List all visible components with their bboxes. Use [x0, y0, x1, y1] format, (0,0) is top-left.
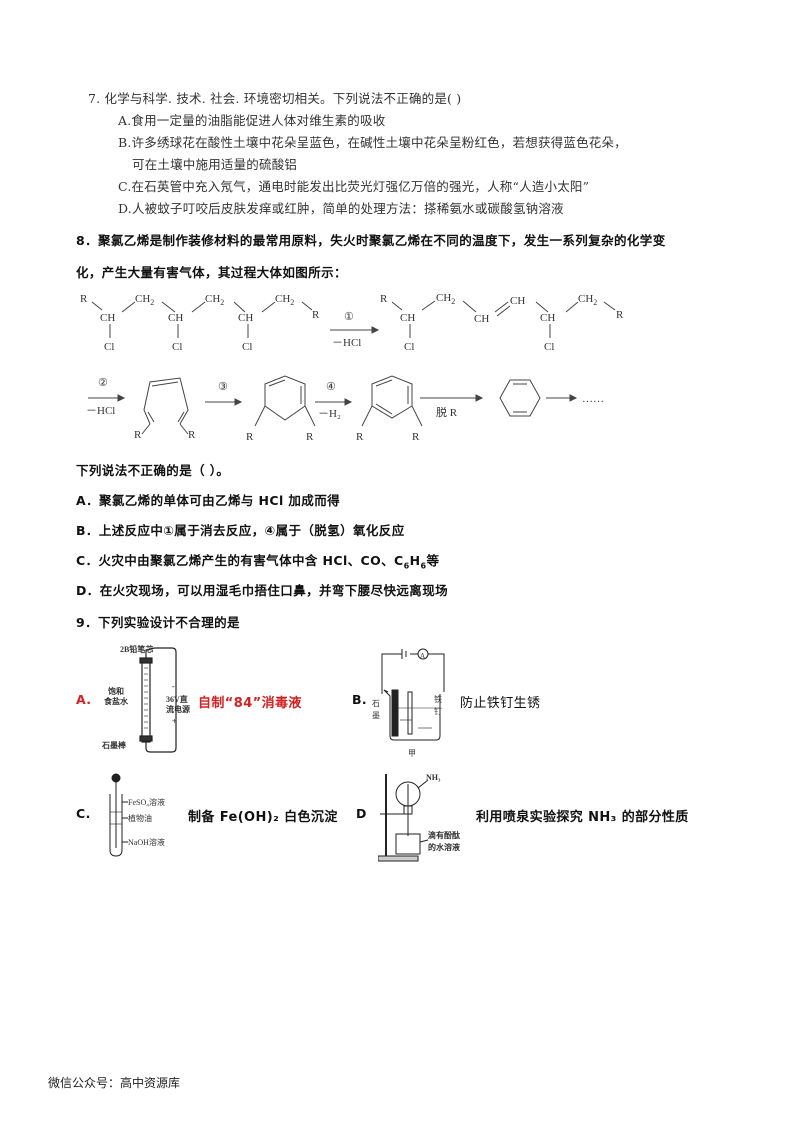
q8-stem-line2: 化，产生大量有害气体，其过程大体如图所示：	[76, 265, 347, 280]
svg-text:R: R	[380, 293, 388, 305]
q9-option-c-text: 制备 Fe(OH)₂ 白色沉淀	[188, 810, 338, 825]
q8-option-b: B．上述反应中①属于消去反应，④属于（脱氢）氧化反应	[76, 523, 405, 538]
svg-text:CH: CH	[238, 312, 253, 324]
svg-text:CH: CH	[100, 312, 115, 324]
svg-text:CH: CH	[540, 312, 555, 324]
svg-text:石: 石	[372, 699, 380, 708]
electrolysis-apparatus-figure: 2B铅笔芯 饱和 食盐水 石墨棒 - 36V直 流电源 +	[101, 644, 190, 753]
q9-option-c-label: C.	[76, 806, 91, 821]
svg-text:NaOH溶液: NaOH溶液	[128, 837, 165, 847]
svg-text:CH: CH	[510, 295, 525, 307]
step2-condition: －HCl	[86, 405, 115, 417]
electrochemical-cell-figure: A 石 墨 铁 钉 甲	[372, 648, 445, 758]
svg-text:CH2: CH2	[135, 293, 154, 307]
svg-text:2B铅笔芯: 2B铅笔芯	[120, 644, 153, 654]
q9-option-a-label: A.	[76, 692, 92, 707]
svg-text:滴有酚酞: 滴有酚酞	[428, 830, 460, 840]
q9-option-b-label: B.	[352, 692, 368, 707]
q9-stem: 9．下列实验设计不合理的是	[76, 615, 240, 630]
svg-text:的水溶液: 的水溶液	[428, 842, 460, 852]
step2-label: ②	[98, 377, 108, 389]
svg-text:CH2: CH2	[275, 293, 294, 307]
q7-option-b: B.许多绣球花在酸性土壤中花朵呈蓝色，在碱性土壤中花朵呈粉红色，若想获得蓝色花朵…	[118, 135, 627, 150]
q9-option-d-text: 利用喷泉实验探究 NH₃ 的部分性质	[476, 810, 689, 825]
step5-condition: 脱 R	[436, 405, 458, 419]
q7-option-c: C.在石英管中充入氖气，通电时能发出比荧光灯强亿万倍的强光，人称“人造小太阳”	[118, 179, 590, 194]
q9-option-a-text: 自制“84”消毒液	[198, 696, 302, 711]
svg-text:饱和: 饱和	[108, 686, 124, 696]
step3-label: ③	[218, 381, 228, 393]
step1-label: ①	[344, 311, 354, 323]
svg-text:Cl: Cl	[242, 341, 252, 353]
svg-text:R: R	[134, 429, 142, 441]
ellipsis: ……	[582, 393, 604, 405]
svg-text:石墨棒: 石墨棒	[101, 740, 127, 750]
pvc-reaction-scheme-row2: ② －HCl R R ③ R R ④ －H₂ R R 脱 R ……	[86, 375, 604, 442]
svg-text:R: R	[246, 431, 254, 442]
test-tube-figure: FeSO₄溶液 植物油 NaOH溶液	[109, 773, 165, 857]
svg-text:R: R	[188, 429, 196, 441]
svg-text:NH₃: NH₃	[426, 773, 441, 782]
svg-text:Cl: Cl	[104, 341, 114, 353]
step4-label: ④	[326, 381, 336, 393]
q9-option-d-label: D	[356, 806, 367, 821]
svg-text:钉: 钉	[434, 706, 442, 716]
svg-text:CH: CH	[474, 313, 489, 325]
svg-text:CH2: CH2	[205, 293, 224, 307]
fountain-experiment-figure: NH₃ 滴有酚酞 的水溶液	[378, 773, 460, 862]
footer-text: 微信公众号：高中资源库	[48, 1076, 181, 1090]
svg-text:甲: 甲	[408, 749, 416, 758]
q8-option-c: C．火灾中由聚氯乙烯产生的有害气体中含 HCl、CO、C6H6等	[76, 553, 440, 571]
q8-option-a: A．聚氯乙烯的单体可由乙烯与 HCl 加成而得	[76, 493, 341, 508]
group-r: R	[80, 293, 88, 305]
q7-stem: 7. 化学与科学. 技术. 社会. 环境密切相关。下列说法不正确的是( )	[88, 91, 462, 106]
svg-text:R: R	[356, 431, 364, 442]
svg-text:Cl: Cl	[404, 341, 414, 353]
svg-text:36V直: 36V直	[166, 694, 188, 704]
step1-condition: －HCl	[332, 337, 361, 349]
svg-text:铁: 铁	[434, 694, 442, 704]
pvc-reaction-scheme-row1: R CH CH2 CH CH2 CH CH2 R Cl Cl Cl ① －HCl…	[80, 292, 624, 353]
svg-text:Cl: Cl	[544, 341, 554, 353]
q7-option-b-cont: 可在土壤中施用适量的硫酸铝	[132, 157, 298, 172]
svg-text:R: R	[616, 309, 624, 321]
svg-text:流电源: 流电源	[166, 704, 190, 714]
q8-stem-line1: 8．聚氯乙烯是制作装修材料的最常用原料，失火时聚氯乙烯在不同的温度下，发生一系列…	[76, 233, 666, 248]
svg-text:+: +	[172, 717, 177, 726]
q7-option-a: A.食用一定量的油脂能促进人体对维生素的吸收	[118, 113, 386, 128]
svg-text:A: A	[420, 652, 425, 660]
svg-text:CH: CH	[400, 312, 415, 324]
svg-text:CH2: CH2	[436, 292, 455, 306]
q9-option-b-text: 防止铁钉生锈	[460, 696, 541, 711]
svg-text:Cl: Cl	[172, 341, 182, 353]
q8-option-d: D．在火灾现场，可以用湿毛巾捂住口鼻，并弯下腰尽快远离现场	[76, 583, 448, 598]
svg-text:-: -	[172, 682, 175, 691]
svg-text:FeSO₄溶液: FeSO₄溶液	[128, 797, 165, 807]
q8-prompt: 下列说法不正确的是（ ）。	[76, 463, 230, 478]
svg-text:墨: 墨	[372, 711, 380, 720]
svg-text:CH: CH	[168, 312, 183, 324]
svg-text:植物油: 植物油	[128, 813, 152, 823]
step4-condition: －H₂	[318, 408, 341, 420]
svg-text:R: R	[306, 431, 314, 442]
svg-text:CH2: CH2	[578, 293, 597, 307]
svg-text:R: R	[312, 309, 320, 321]
svg-text:R: R	[412, 431, 420, 442]
q7-option-d: D.人被蚊子叮咬后皮肤发痒或红肿，简单的处理方法：搽稀氨水或碳酸氢钠溶液	[118, 201, 564, 216]
svg-text:食盐水: 食盐水	[104, 696, 129, 706]
